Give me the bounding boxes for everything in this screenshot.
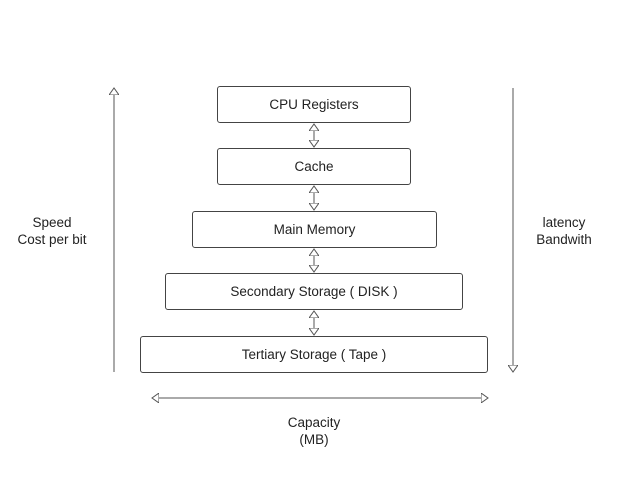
level-tertiary-storage: Tertiary Storage ( Tape ) — [140, 336, 488, 373]
left-axis-label-line2: Cost per bit — [17, 232, 87, 247]
right-axis-label-line2: Bandwith — [536, 232, 592, 247]
level-cpu-registers: CPU Registers — [217, 86, 411, 123]
level-main-memory: Main Memory — [192, 211, 437, 248]
bottom-axis-label-line2: (MB) — [299, 432, 329, 447]
right-axis-label: latency Bandwith — [516, 214, 612, 248]
level-secondary-storage: Secondary Storage ( DISK ) — [165, 273, 463, 310]
left-axis-label: Speed Cost per bit — [6, 214, 98, 248]
right-axis-label-line1: latency — [542, 215, 586, 230]
bottom-axis-label: Capacity (MB) — [254, 414, 374, 448]
level-cache: Cache — [217, 148, 411, 185]
left-axis-label-line1: Speed — [32, 215, 72, 230]
bottom-axis-label-line1: Capacity — [287, 415, 341, 430]
